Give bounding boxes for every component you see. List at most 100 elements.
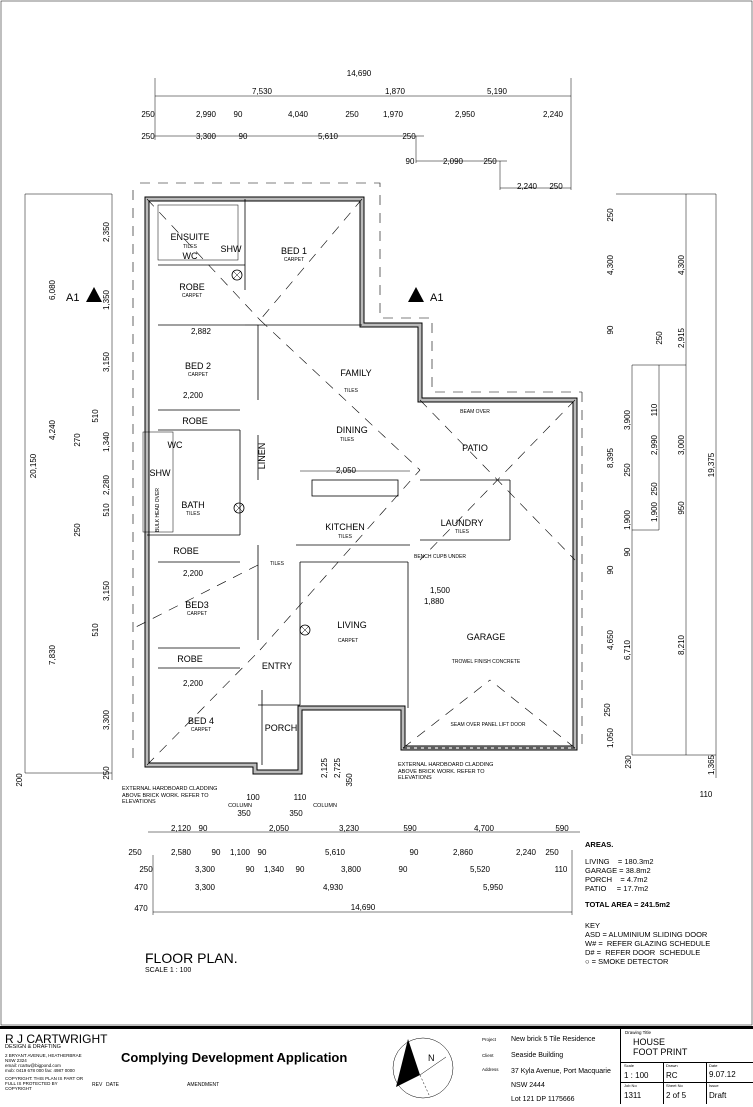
dim: 5,520 xyxy=(470,865,491,874)
room-wc: WC xyxy=(168,440,183,450)
dim: 2,240 xyxy=(516,848,537,857)
dim: 1,970 xyxy=(383,110,404,119)
kitchen-island xyxy=(311,479,399,497)
key-row: W# = REFER GLAZING SCHEDULE xyxy=(585,939,711,948)
dim: 6,710 xyxy=(623,639,632,660)
client-label: Client xyxy=(482,1053,494,1058)
dim: 4,930 xyxy=(323,883,344,892)
rev-label: REV xyxy=(92,1082,103,1088)
dim: 3,300 xyxy=(195,865,216,874)
bottom-dim-row1: 250 2,580 90 1,100 90 5,610 90 2,860 2,2… xyxy=(128,848,559,857)
dim: 2,990 xyxy=(650,434,659,455)
room-sub: TROWEL FINISH CONCRETE xyxy=(452,659,521,665)
dim: 270 xyxy=(73,433,82,447)
dim: 3,900 xyxy=(623,409,632,430)
dim: 250 xyxy=(141,110,155,119)
dim: 2,915 xyxy=(677,327,686,348)
dim: 2,950 xyxy=(455,110,476,119)
dim: 350 xyxy=(289,809,303,818)
room-bed1: BED 1 xyxy=(281,246,307,256)
room-robe: ROBE xyxy=(182,416,208,426)
date-label: Date xyxy=(709,1063,718,1068)
section-arrow-icon xyxy=(86,287,102,302)
dim: 590 xyxy=(555,824,569,833)
dim: 5,950 xyxy=(483,883,504,892)
address-line: NSW 2444 xyxy=(511,1082,545,1089)
dim: 2,050 xyxy=(269,824,290,833)
job-value: 1311 xyxy=(624,1091,642,1100)
project-label: Project xyxy=(482,1037,497,1042)
areas-key-panel: AREAS. LIVING = 180.3m2 GARAGE = 38.8m2 … xyxy=(585,840,710,966)
dim: 110 xyxy=(700,790,713,799)
dim: 590 xyxy=(403,824,417,833)
dim: 250 xyxy=(141,132,155,141)
room-sub: BEAM OVER xyxy=(460,409,490,415)
dim: 350 xyxy=(345,773,354,787)
dim: 3,300 xyxy=(102,709,111,730)
dim: 90 xyxy=(212,848,221,857)
bulkhead-note: BULK HEAD OVER xyxy=(155,488,161,532)
title-block: R J CARTWRIGHT DESIGN & DRAFTING 2 BRYAN… xyxy=(0,1026,753,1104)
dim: 250 xyxy=(345,110,359,119)
dim: 3,150 xyxy=(102,580,111,601)
total-area: TOTAL AREA = 241.5m2 xyxy=(585,900,671,909)
bench-note: BENCH CUPB UNDER xyxy=(414,554,466,560)
dim: 2,240 xyxy=(543,110,564,119)
dim: 110 xyxy=(294,793,307,802)
dim: 2,050 xyxy=(336,466,357,475)
dim: 230 xyxy=(624,755,633,769)
dim: 250 xyxy=(545,848,559,857)
amendment-label: AMENDMENT xyxy=(187,1082,220,1088)
room-wc: WC xyxy=(183,251,198,261)
main-title: Complying Development Application xyxy=(121,1050,348,1065)
area-row: GARAGE = 38.8m2 xyxy=(585,866,651,875)
dim: 250 xyxy=(139,865,153,874)
drawn-value: RC xyxy=(666,1071,678,1080)
dim: 90 xyxy=(399,865,408,874)
site-address: 37 Kyla Avenue, Port Macquarie NSW 2444 … xyxy=(511,1065,611,1107)
room-bath: BATH xyxy=(181,500,204,510)
section-label: A1 xyxy=(430,292,443,304)
dim: 4,700 xyxy=(474,824,495,833)
room-labels: ENSUITE TILES WC SHW BED 1 CARPET ROBE C… xyxy=(150,232,526,733)
dim: 2,350 xyxy=(102,221,111,242)
dim: 4,650 xyxy=(606,629,615,650)
room-sub: TILES xyxy=(270,561,285,567)
dim: 2,580 xyxy=(171,848,192,857)
key-row-label: = SMOKE DETECTOR xyxy=(591,957,669,966)
dim: 250 xyxy=(650,482,659,496)
room-sub: TILES xyxy=(340,437,355,443)
section-arrow-icon xyxy=(408,287,424,302)
sheet-value: 2 of 5 xyxy=(666,1091,687,1100)
dim: 5,610 xyxy=(318,132,339,141)
dim: 3,300 xyxy=(195,883,216,892)
room-laundry: LAUNDRY xyxy=(441,518,484,528)
address-line: NSW 2324 xyxy=(5,1058,27,1063)
dim: 5,610 xyxy=(325,848,346,857)
dim: 1,900 xyxy=(650,501,659,522)
room-sub: TILES xyxy=(344,388,359,394)
dim: 110 xyxy=(650,403,659,416)
dim: 2,200 xyxy=(183,569,204,578)
dim: 1,340 xyxy=(102,431,111,452)
north-label: N xyxy=(428,1053,435,1063)
key-row-smoke: ○ = SMOKE DETECTOR xyxy=(585,957,710,966)
room-shw: SHW xyxy=(150,468,172,478)
dim-overall-top: 14,690 xyxy=(347,69,372,78)
dim: 90 xyxy=(623,547,632,556)
scale-value: 1 : 100 xyxy=(624,1071,649,1080)
dim: 250 xyxy=(623,463,632,477)
dim: 470 xyxy=(134,904,148,913)
room-shw: SHW xyxy=(221,244,243,254)
dim: 950 xyxy=(677,501,686,515)
dim: 250 xyxy=(483,157,497,166)
dim: 200 xyxy=(15,773,24,787)
dim: 2,860 xyxy=(453,848,474,857)
dim: 2,280 xyxy=(102,474,111,495)
dim: 90 xyxy=(234,110,243,119)
dim: 8,395 xyxy=(606,447,615,468)
room-sub: CARPET xyxy=(338,638,358,644)
room-kitchen: KITCHEN xyxy=(325,522,365,532)
dim: 90 xyxy=(239,132,248,141)
dim: 1,350 xyxy=(102,289,111,310)
